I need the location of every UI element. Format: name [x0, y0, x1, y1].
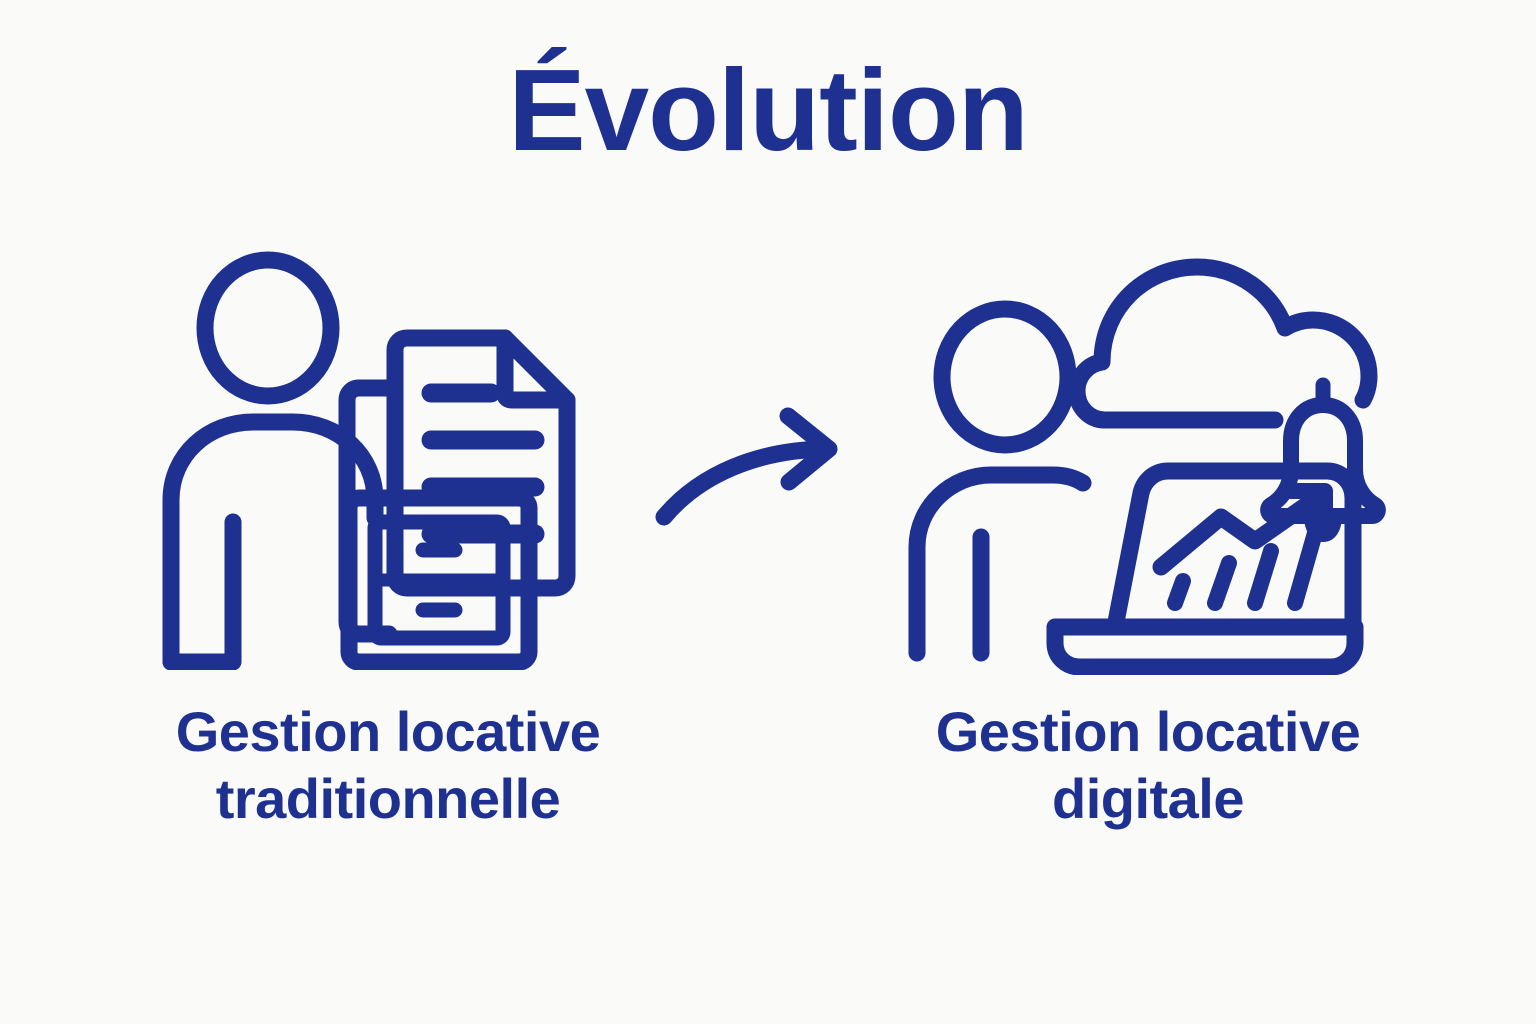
- person-icon: [908, 300, 1092, 662]
- caption-digital: Gestion locative digitale: [935, 700, 1361, 831]
- laptop-growth-chart-icon: [1046, 462, 1364, 675]
- person-icon: [162, 251, 384, 670]
- traditional-icon-group: [153, 240, 623, 680]
- cloud-icon: [1068, 258, 1378, 429]
- comparison-column-traditional: Gestion locative traditionnelle: [38, 240, 738, 832]
- filing-cabinet-icon: [340, 489, 538, 670]
- caption-traditional: Gestion locative traditionnelle: [175, 700, 601, 831]
- comparison-columns: Gestion locative traditionnelle: [0, 240, 1536, 940]
- curved-arrow-right-icon: [648, 402, 848, 532]
- page-title: Évolution: [508, 45, 1028, 175]
- bell-icon: [1260, 377, 1386, 542]
- chart-trend-arrow: [1152, 483, 1333, 576]
- comparison-column-digital: Gestion locative digitale: [798, 240, 1498, 832]
- digital-icon-group: [903, 240, 1393, 680]
- chart-bars: [1167, 525, 1323, 611]
